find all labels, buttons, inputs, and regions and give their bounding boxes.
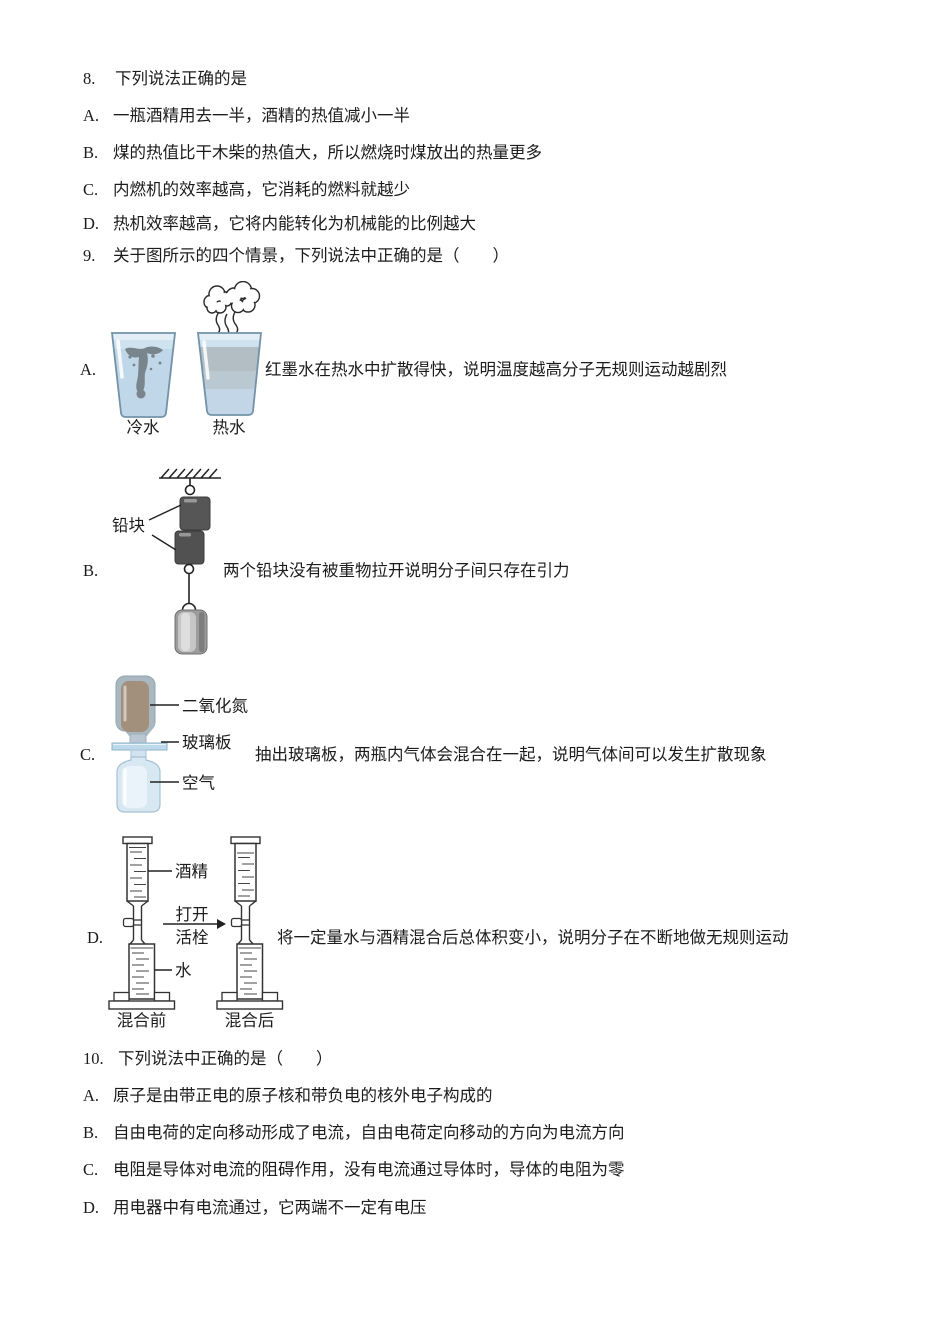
stopcock-after: [230, 917, 243, 928]
air-label: 空气: [182, 774, 215, 793]
q8-option-d-label: D.: [83, 214, 100, 233]
air-bottle: [116, 749, 161, 813]
no2-bottle: [115, 675, 156, 745]
q8-option-c: C. 内燃机的效率越高，它消耗的燃料就越少: [83, 178, 410, 202]
steam-icon: [203, 281, 261, 339]
cold-water-label: 冷水: [127, 418, 161, 437]
q9-option-a-label: A.: [80, 360, 97, 379]
before-pointer-lines: [148, 870, 172, 971]
q9-option-b-label: B.: [83, 561, 99, 580]
weight-hook-icon: [181, 602, 197, 611]
open-valve-arrow: [163, 919, 226, 929]
question-8-number: 8.: [83, 69, 96, 88]
question-8-stem: 8. 下列说法正确的是: [83, 67, 247, 91]
ceiling-hatch: [159, 468, 221, 479]
q8-option-b: B. 煤的热值比干木柴的热值大，所以燃烧时煤放出的热量更多: [83, 141, 542, 165]
figure-pointer-lines: [150, 704, 179, 783]
open-valve-text-2: 活栓: [176, 928, 209, 947]
q10-option-d: D. 用电器中有电流通过，它两端不一定有电压: [83, 1196, 427, 1220]
q10-option-d-text: 用电器中有电流通过，它两端不一定有电压: [113, 1198, 427, 1217]
glass-plate-label: 玻璃板: [182, 733, 232, 752]
stand-base-after: [216, 1000, 284, 1010]
lead-block-bottom: [174, 530, 205, 565]
lead-label-pointers: [148, 504, 182, 551]
q8-option-d-text: 热机效率越高，它将内能转化为机械能的比例越大: [113, 214, 476, 233]
cylinder-after: [216, 836, 284, 1010]
q10-option-b-text: 自由电荷的定向移动形成了电流，自由电荷定向移动的方向为电流方向: [113, 1123, 625, 1142]
q9-option-d-label: D.: [87, 928, 104, 947]
ink-plume: [125, 346, 163, 399]
q8-option-a: A. 一瓶酒精用去一半，酒精的热值减小一半: [83, 104, 410, 128]
question-10-text: 下列说法中正确的是（ ）: [118, 1049, 333, 1068]
alcohol-label: 酒精: [175, 862, 208, 881]
water-label: 水: [175, 961, 192, 980]
question-10-stem: 10. 下列说法中正确的是（ ）: [83, 1047, 333, 1071]
q9-option-d-text: 将一定量水与酒精混合后总体积变小，说明分子在不断地做无规则运动: [277, 928, 789, 947]
hot-water-glass: [196, 332, 262, 416]
question-9-number: 9.: [83, 246, 96, 265]
q10-option-b: B. 自由电荷的定向移动形成了电流，自由电荷定向移动的方向为电流方向: [83, 1121, 625, 1145]
q10-option-a-label: A.: [83, 1086, 100, 1105]
lead-blocks-label: 铅块: [112, 516, 145, 535]
q10-option-b-label: B.: [83, 1123, 99, 1142]
hot-water-label: 热水: [213, 418, 247, 437]
figure-lead-blocks: 铅块: [112, 468, 221, 655]
q10-option-a: A. 原子是由带正电的原子核和带负电的核外电子构成的: [83, 1084, 493, 1108]
stand-base-before: [108, 1000, 176, 1010]
q9-option-a-text: 红墨水在热水中扩散得快，说明温度越高分子无规则运动越剧烈: [265, 360, 727, 379]
q9-option-c-text: 抽出玻璃板，两瓶内气体会混合在一起，说明气体间可以发生扩散现象: [255, 745, 767, 764]
figure-mixing-cylinders: 酒精 水 打开 活栓 混合前 混合: [108, 836, 284, 1030]
q9-option-b-text: 两个铅块没有被重物拉开说明分子间只存在引力: [223, 561, 570, 580]
glass-plate: [111, 742, 168, 751]
question-9-text: 关于图所示的四个情景，下列说法中正确的是（ ）: [113, 246, 509, 265]
q10-option-c-label: C.: [83, 1160, 99, 1179]
cylinder-before: [108, 836, 176, 1010]
after-mixing-label: 混合后: [225, 1011, 275, 1030]
question-8-text: 下列说法正确的是: [115, 69, 247, 88]
question-10-number: 10.: [83, 1049, 104, 1068]
q10-option-c-text: 电阻是导体对电流的阻碍作用，没有电流通过导体时，导体的电阻为零: [113, 1160, 625, 1179]
before-mixing-label: 混合前: [117, 1011, 167, 1030]
q10-option-c: C. 电阻是导体对电流的阻碍作用，没有电流通过导体时，导体的电阻为零: [83, 1158, 625, 1182]
open-valve-text-1: 打开: [176, 905, 209, 924]
q8-option-d: D. 热机效率越高，它将内能转化为机械能的比例越大: [83, 212, 476, 236]
lead-block-top: [179, 496, 211, 531]
q8-option-a-text: 一瓶酒精用去一半，酒精的热值减小一半: [113, 106, 410, 125]
q8-option-b-label: B.: [83, 143, 99, 162]
middle-hook-icon: [183, 563, 195, 575]
top-hook-icon: [184, 484, 196, 496]
q8-option-c-text: 内燃机的效率越高，它消耗的燃料就越少: [113, 180, 410, 199]
q10-option-a-text: 原子是由带正电的原子核和带负电的核外电子构成的: [113, 1086, 493, 1105]
q8-option-a-label: A.: [83, 106, 100, 125]
q10-option-d-label: D.: [83, 1198, 100, 1217]
stopcock-before: [122, 917, 135, 928]
q8-option-c-label: C.: [83, 180, 99, 199]
no2-label: 二氧化氮: [182, 697, 248, 716]
question-9-stem: 9. 关于图所示的四个情景，下列说法中正确的是（ ）: [83, 244, 509, 268]
cold-water-glass: [110, 332, 177, 418]
q9-option-c-label: C.: [80, 745, 96, 764]
weight-cylinder: [174, 609, 208, 655]
figure-gas-bottles: 二氧化氮 玻璃板 空气: [111, 675, 248, 813]
q8-option-b-text: 煤的热值比干木柴的热值大，所以燃烧时煤放出的热量更多: [113, 143, 542, 162]
figure-diffusion-glasses: 冷水 热水: [110, 281, 262, 437]
